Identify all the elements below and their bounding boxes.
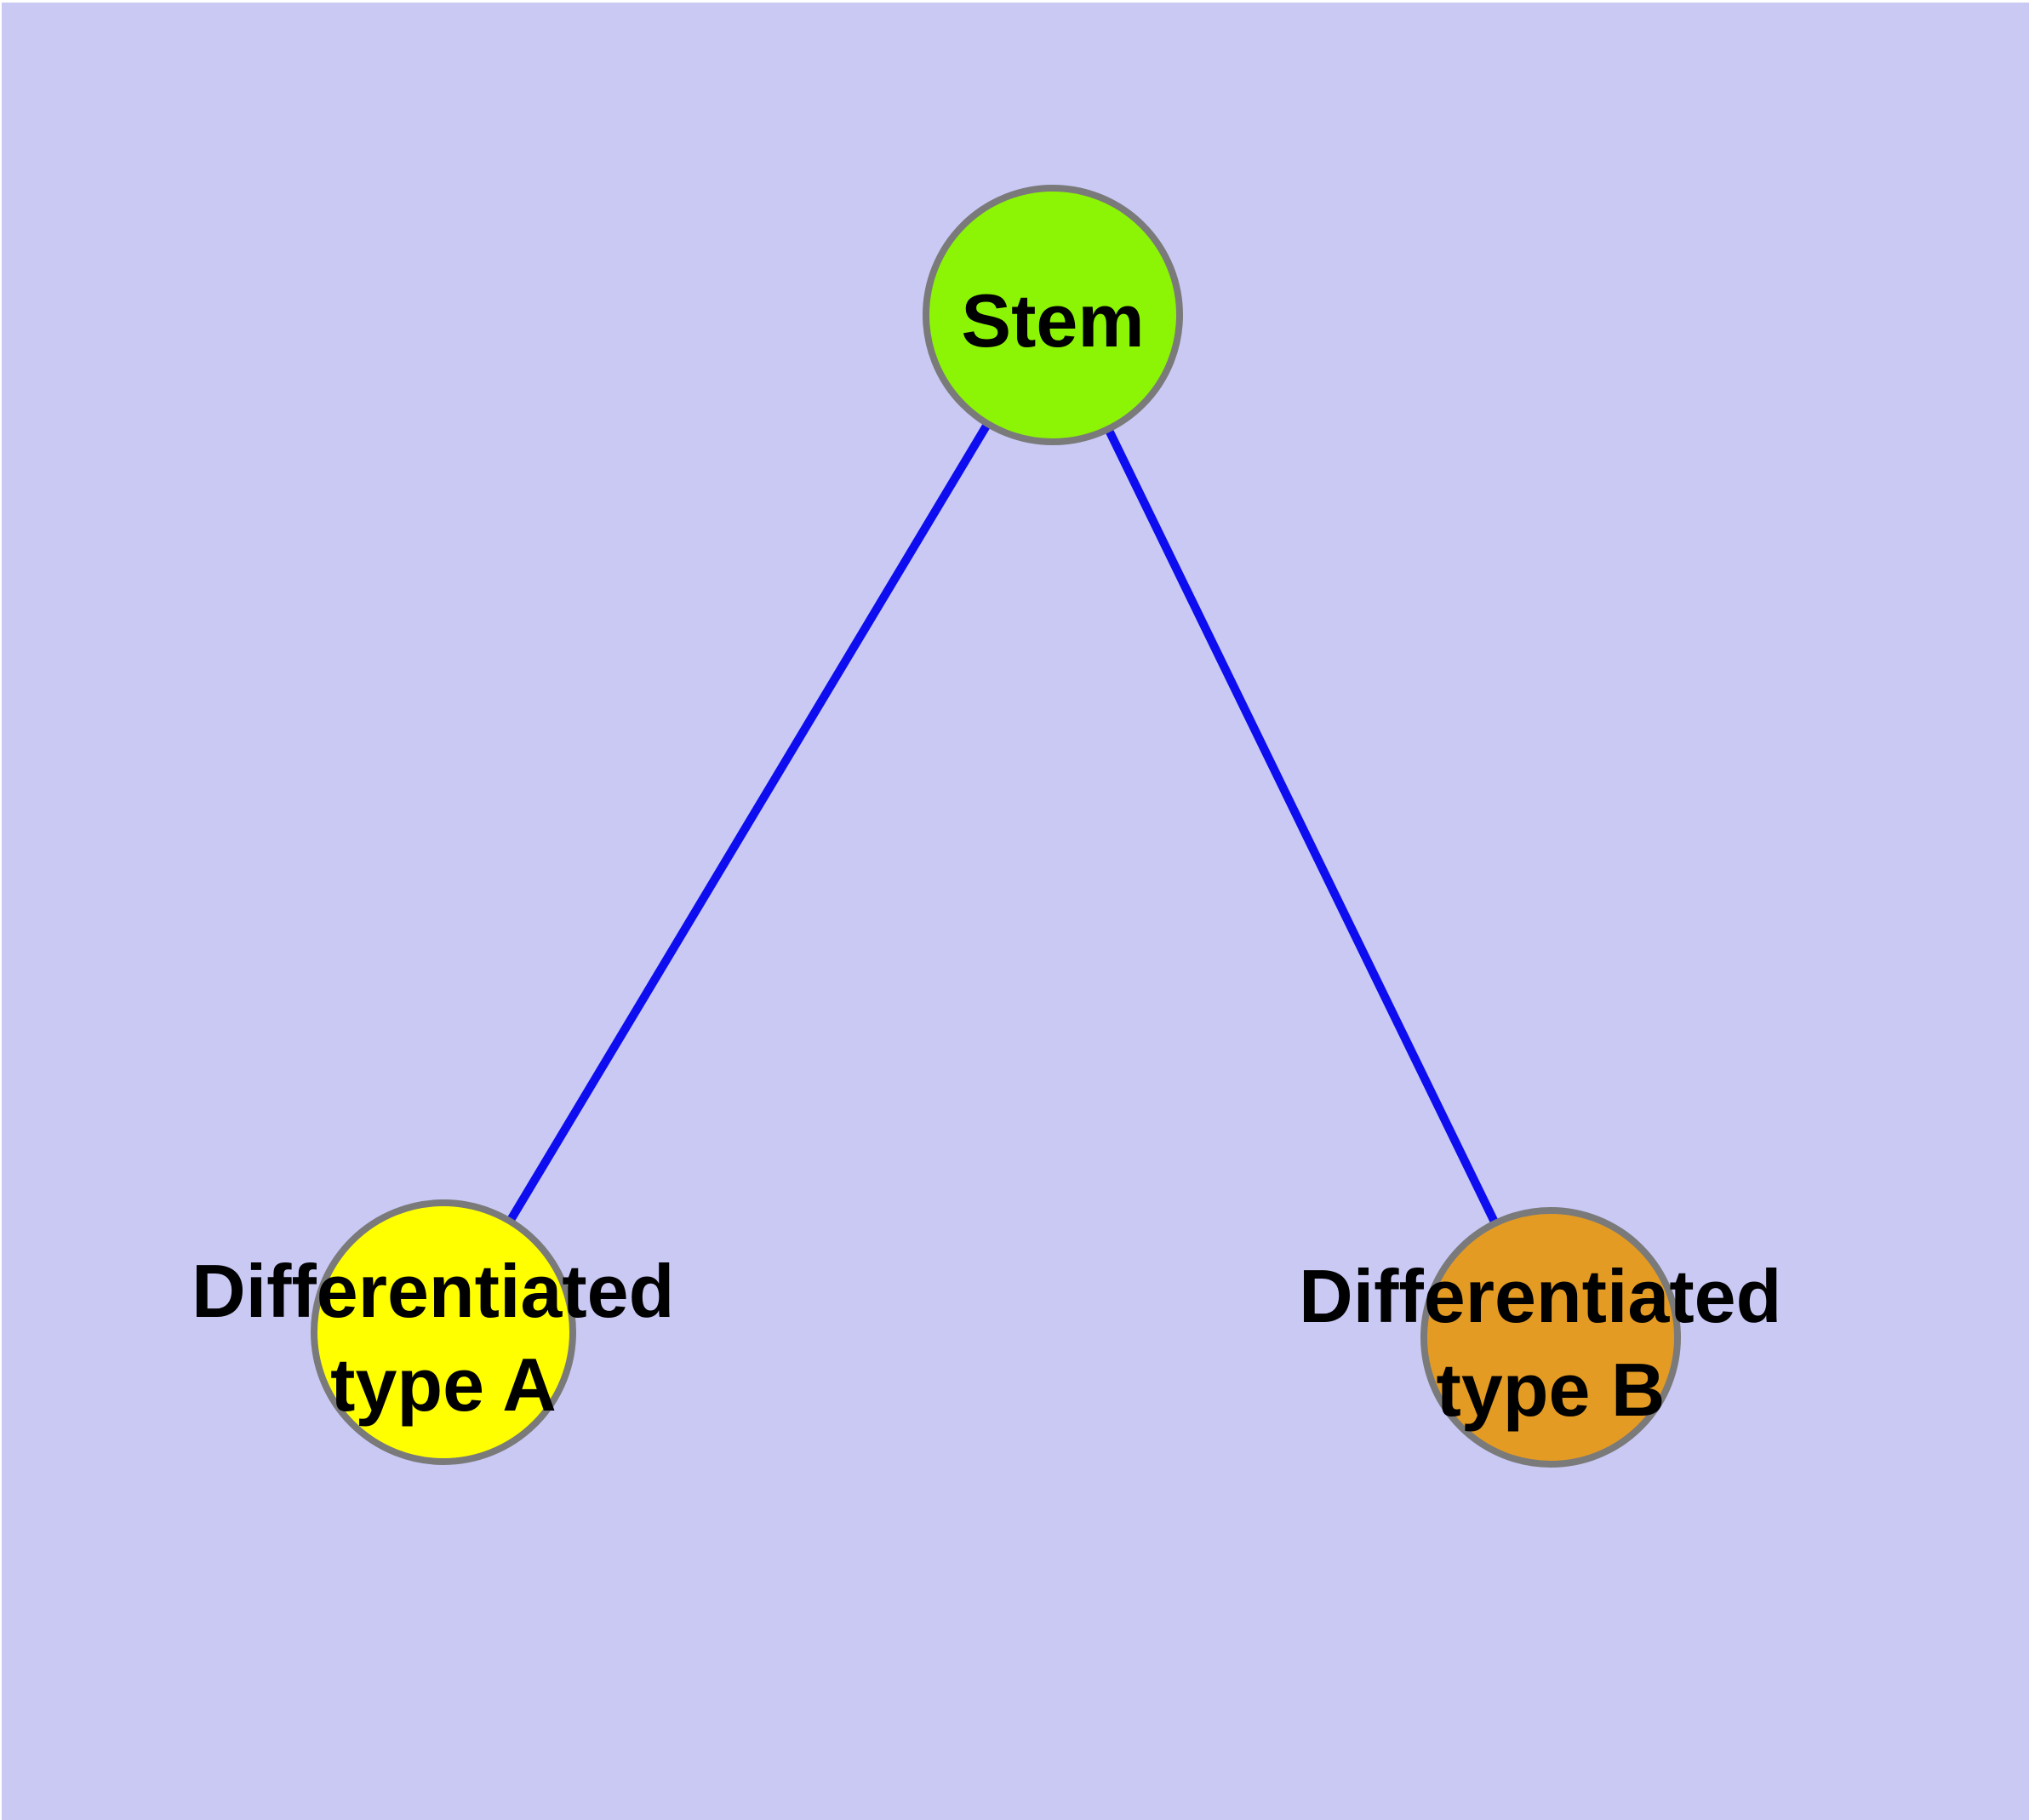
node-differentiated-type-a <box>311 1199 576 1465</box>
frame-left-edge <box>0 0 2 1820</box>
edge-stem-to-type-a <box>439 312 1057 1335</box>
node-stem-label: Stem <box>961 278 1144 363</box>
node-stem <box>923 185 1183 445</box>
node-type-a-label: Differentiated type A <box>191 1249 695 1427</box>
frame-top-edge <box>0 0 2029 3</box>
edge-stem-to-type-b <box>1049 312 1555 1340</box>
node-type-b-label-line-2: type B <box>1437 1348 1666 1432</box>
node-differentiated-type-b <box>1420 1207 1681 1468</box>
node-type-b-label-line-1: Differentiated <box>1299 1254 1781 1338</box>
node-type-b-label: Differentiated type B <box>1299 1254 1803 1432</box>
node-type-a-label-line-1: Differentiated <box>191 1249 674 1333</box>
node-type-a-label-line-2: type A <box>330 1342 557 1427</box>
